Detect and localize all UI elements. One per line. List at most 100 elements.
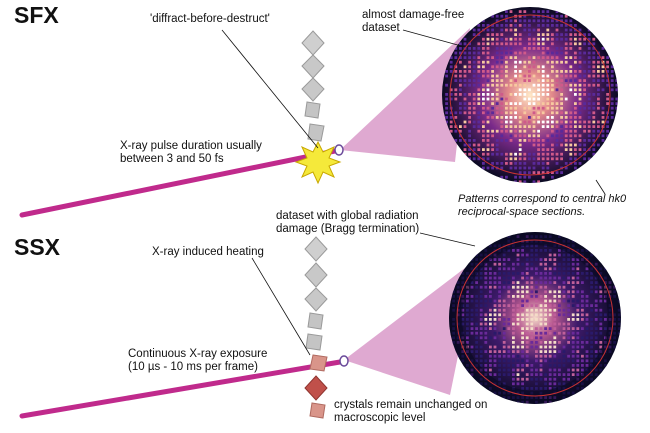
diffraction-spot (502, 308, 506, 312)
diffraction-spot (502, 304, 506, 307)
diffraction-spot (477, 65, 481, 69)
diffraction-spot (553, 253, 557, 257)
diffraction-spot (491, 28, 494, 32)
diffraction-spot (585, 341, 589, 344)
diffraction-spot (560, 24, 563, 27)
diffraction-spot (475, 322, 478, 326)
diffraction-spot (509, 116, 513, 119)
diffraction-spot (525, 285, 529, 289)
diffraction-spot (521, 295, 524, 298)
diffraction-spot (482, 51, 485, 55)
diffraction-spot (546, 33, 550, 36)
diffraction-spot (466, 327, 469, 330)
diffraction-spot (468, 157, 471, 161)
diffraction-spot (546, 116, 550, 119)
diffraction-spot (509, 24, 513, 27)
diffraction-spot (601, 88, 605, 92)
diffraction-spot (468, 148, 471, 151)
diffraction-spot (512, 359, 515, 363)
diffraction-spot (544, 308, 547, 312)
diffraction-spot (491, 102, 494, 105)
diffraction-spot (445, 116, 448, 119)
diffraction-spot (551, 116, 554, 119)
diffraction-spot (560, 97, 563, 101)
diffraction-spot (541, 106, 545, 110)
diffraction-spot (553, 267, 557, 271)
diffraction-spot (539, 331, 543, 335)
diffraction-spot (592, 56, 596, 59)
diffraction-spot (482, 102, 485, 105)
diffraction-spot (472, 28, 476, 32)
diffraction-spot (528, 139, 531, 142)
diffraction-spot (564, 28, 568, 32)
diffraction-spot (528, 88, 531, 92)
diffraction-spot (535, 290, 538, 294)
diffraction-spot (555, 79, 559, 82)
diffraction-spot (558, 249, 561, 252)
diffraction-spot (509, 102, 513, 105)
diffraction-spot (592, 47, 596, 50)
diffraction-spot (571, 341, 575, 344)
diffraction-spot (564, 116, 568, 119)
diffraction-spot (544, 341, 547, 344)
diffraction-spot (532, 139, 536, 142)
diffraction-spot (500, 106, 504, 110)
diffraction-spot (539, 304, 543, 307)
diffraction-spot (507, 249, 511, 252)
diffraction-spot (532, 97, 536, 101)
diffraction-spot (507, 304, 511, 307)
diffraction-spot (449, 56, 453, 59)
diffraction-spot (569, 19, 573, 23)
diffraction-spot (548, 377, 552, 381)
diffraction-spot (590, 327, 593, 330)
diffraction-spot (498, 285, 501, 289)
diffraction-spot (587, 70, 591, 73)
diffraction-spot (615, 97, 618, 101)
diffraction-spot (512, 345, 515, 349)
diffraction-spot (521, 377, 524, 381)
diffraction-spot (576, 341, 580, 344)
diffraction-spot (491, 97, 494, 101)
diffraction-spot (482, 134, 485, 138)
diffraction-spot (530, 318, 534, 321)
diffraction-spot (578, 37, 582, 41)
diffraction-spot (514, 111, 517, 115)
diffraction-spot (516, 382, 520, 386)
leader-line (251, 257, 311, 356)
diffraction-spot (463, 111, 467, 115)
diffraction-spot (516, 249, 520, 252)
diffraction-spot (461, 318, 465, 321)
diffraction-spot (592, 42, 596, 46)
diffraction-spot (553, 368, 557, 372)
diffraction-spot (574, 24, 577, 27)
diffraction-spot (525, 308, 529, 312)
diffraction-spot (558, 272, 561, 275)
diffraction-spot (555, 171, 559, 174)
diffraction-spot (548, 345, 552, 349)
diffraction-spot (525, 345, 529, 349)
label-global-damage: dataset with global radiation damage (Br… (276, 210, 420, 235)
diffraction-spot (590, 345, 593, 349)
diffraction-spot (562, 331, 566, 335)
diffraction-spot (489, 267, 492, 271)
diffraction-spot (495, 56, 499, 59)
diffraction-spot (498, 313, 501, 317)
diffraction-spot (553, 373, 557, 376)
diffraction-spot (610, 102, 614, 105)
diffraction-spot (468, 56, 471, 59)
diffraction-spot (539, 354, 543, 358)
diffraction-spot (518, 148, 522, 151)
diffraction-spot (502, 258, 506, 261)
diffraction-spot (574, 148, 577, 151)
diffraction-spot (491, 37, 494, 41)
diffraction-spot (551, 42, 554, 46)
diffraction-spot (516, 281, 520, 284)
diffraction-spot (532, 60, 536, 64)
diffraction-spot (569, 33, 573, 36)
diffraction-spot (587, 33, 591, 36)
diffraction-spot (530, 364, 534, 367)
diffraction-spot (486, 120, 490, 124)
diffraction-spot (532, 65, 536, 69)
diffraction-spot (486, 74, 490, 78)
diffraction-spot (484, 267, 488, 271)
